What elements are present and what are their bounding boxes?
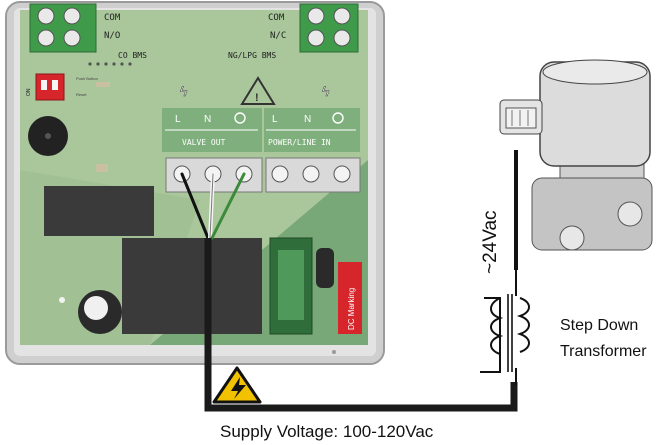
svg-text:!: ! — [255, 92, 259, 104]
power-in-l-label: L — [272, 114, 278, 125]
dip-switch-label: ON — [26, 88, 32, 96]
valve-out-l-label: L — [175, 114, 181, 125]
relay-terminal-left: COM N/O CO BMS — [29, 3, 147, 66]
relay-right-com-label: COM — [268, 13, 285, 23]
valve-out-n-label: N — [204, 114, 211, 125]
capacitor — [316, 248, 334, 288]
supply-wire — [204, 238, 518, 412]
terminal-header: L N L N VALVE OUT POWER/LINE IN — [162, 108, 360, 152]
relay-component-2 — [122, 238, 262, 334]
ground-icon-valve — [234, 112, 246, 124]
relay-component-1 — [44, 186, 154, 236]
dip-switch: ON Push Button Reset — [26, 73, 110, 101]
tiny-label-1: Push Button — [76, 76, 98, 81]
secondary-voltage-label: ~24Vac — [480, 210, 501, 274]
solenoid-valve — [499, 59, 653, 251]
lightning-icon-right: ϟ — [322, 83, 330, 99]
fuse-holder — [269, 237, 313, 335]
power-in-n-label: N — [304, 114, 311, 125]
relay-terminal-right: COM N/C NG/LPG BMS — [228, 3, 359, 60]
relay-left-com-label: COM — [104, 13, 121, 23]
relay-right-title: NG/LPG BMS — [228, 51, 276, 60]
dc-marking-tag: DC Marking — [338, 262, 362, 334]
transformer-label-line2: Transformer — [560, 343, 647, 360]
high-voltage-warning-icon — [212, 366, 262, 404]
relay-right-nc-label: N/C — [270, 31, 286, 41]
terminal-block-power-in — [265, 157, 361, 193]
step-down-transformer — [480, 268, 530, 385]
header-pins — [88, 62, 132, 66]
tiny-label-2: Reset — [76, 92, 87, 97]
large-capacitor — [78, 290, 122, 334]
relay-left-no-label: N/O — [104, 31, 120, 41]
power-in-title: POWER/LINE IN — [268, 138, 331, 147]
lightning-icon-left: ϟ — [180, 83, 188, 99]
ground-icon-power — [332, 112, 344, 124]
valve-wires — [180, 172, 246, 240]
relay-left-title: CO BMS — [118, 51, 147, 60]
board-warning-icon: ! — [240, 76, 276, 105]
valve-out-title: VALVE OUT — [182, 138, 226, 147]
supply-voltage-label: Supply Voltage: 100-120Vac — [220, 422, 434, 441]
transformer-label-line1: Step Down — [560, 317, 638, 334]
dc-marking-label: DC Marking — [347, 288, 356, 330]
